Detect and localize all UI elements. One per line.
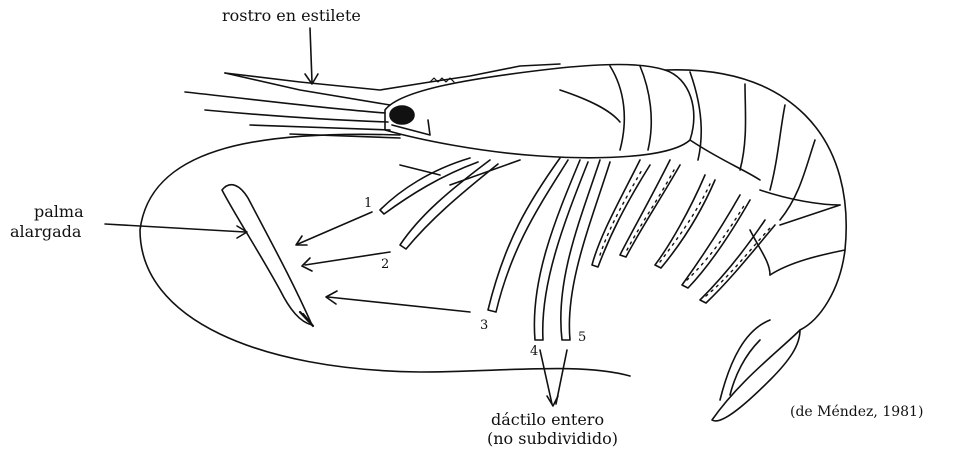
- antenna-outline: [140, 134, 630, 376]
- leg-1: [380, 158, 478, 214]
- antenna-2: [205, 110, 388, 122]
- abdomen: [665, 70, 846, 330]
- dactilo-arrow-4: [540, 350, 552, 404]
- leg-number-5: 5: [578, 330, 586, 345]
- antenna-1: [185, 92, 385, 113]
- arrow-leg1: [298, 212, 372, 244]
- eye: [390, 106, 414, 124]
- leg-number-4: 4: [530, 344, 538, 359]
- leg-number-2: 2: [381, 257, 389, 272]
- arrow-leg2: [305, 252, 390, 265]
- arrow-leg3: [328, 297, 470, 312]
- rostro-label: rostro en estilete: [222, 8, 361, 25]
- leg-3: [488, 158, 568, 312]
- leg-number-1: 1: [364, 196, 372, 211]
- alargada-label: alargada: [10, 224, 81, 241]
- rostrum: [225, 64, 560, 90]
- carapace: [385, 65, 694, 158]
- palma-label: palma: [34, 204, 84, 221]
- rostrum-arrow: [310, 28, 312, 82]
- palma-arrow: [105, 224, 245, 232]
- citation-label: (de Méndez, 1981): [790, 405, 923, 420]
- palm-detail: [222, 185, 312, 325]
- dactilo-label: dáctilo entero: [491, 412, 604, 429]
- leg-number-3: 3: [480, 318, 488, 333]
- dactilo-note-label: (no subdividido): [487, 431, 618, 448]
